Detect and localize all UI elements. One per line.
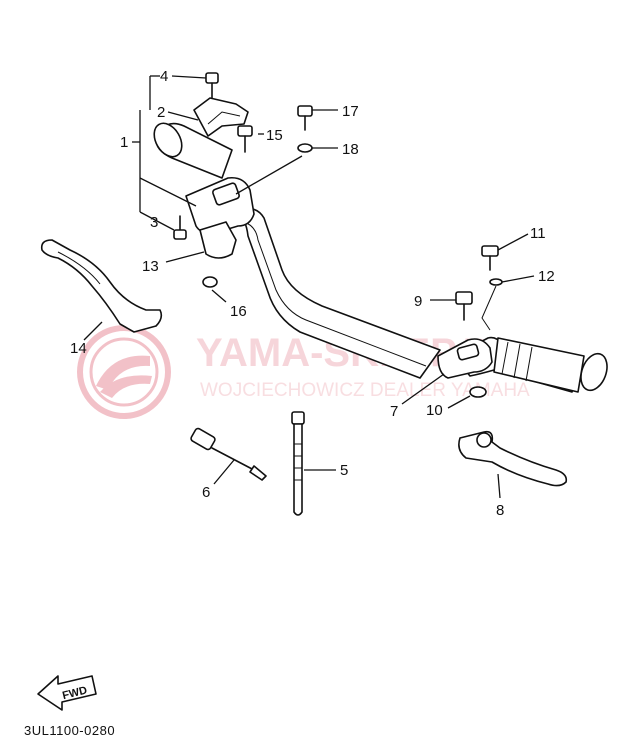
part-label-7: 7 bbox=[390, 403, 398, 420]
part-label-8: 8 bbox=[496, 502, 504, 519]
part-label-11: 11 bbox=[530, 225, 546, 242]
fwd-arrow-icon: FWD bbox=[37, 675, 97, 711]
part-label-13: 13 bbox=[142, 258, 159, 275]
part-label-15: 15 bbox=[266, 127, 283, 144]
bolt-15 bbox=[237, 125, 253, 153]
part-label-10: 10 bbox=[426, 402, 443, 419]
leader-lines bbox=[83, 75, 535, 499]
bolt-3 bbox=[173, 215, 187, 240]
left-lever-holder bbox=[185, 97, 255, 259]
part-labels: 4 2 1 15 17 18 3 13 16 14 11 12 9 10 7 5… bbox=[70, 68, 555, 519]
connector-line-12 bbox=[481, 285, 497, 331]
part-label-16: 16 bbox=[230, 303, 247, 320]
part-label-18: 18 bbox=[342, 141, 359, 158]
nut-16 bbox=[202, 276, 218, 288]
bolt-11 bbox=[481, 245, 499, 271]
right-lever-holder bbox=[437, 338, 493, 379]
part-label-4: 4 bbox=[160, 68, 168, 85]
part-label-2: 2 bbox=[157, 104, 165, 121]
nut-10 bbox=[469, 386, 487, 398]
washer-18 bbox=[297, 143, 313, 153]
drawing-code: 3UL1100-0280 bbox=[24, 723, 115, 738]
brake-lever bbox=[458, 430, 568, 487]
part-label-3: 3 bbox=[150, 214, 158, 231]
watermark-logo-icon bbox=[77, 325, 171, 419]
bolt-4 bbox=[205, 72, 219, 99]
bolt-17 bbox=[297, 105, 313, 131]
part-label-1: 1 bbox=[120, 134, 128, 151]
part-label-5: 5 bbox=[340, 462, 348, 479]
watermark-subtitle: WOJCIECHOWICZ DEALER YAMAHA bbox=[200, 380, 530, 401]
part-label-9: 9 bbox=[414, 293, 422, 310]
part-label-14: 14 bbox=[70, 340, 87, 357]
part-label-12: 12 bbox=[538, 268, 555, 285]
washer-12 bbox=[489, 278, 503, 286]
part-label-6: 6 bbox=[202, 484, 210, 501]
cable bbox=[190, 427, 267, 481]
fwd-label: FWD bbox=[61, 684, 88, 702]
cable-tie bbox=[291, 411, 305, 516]
clutch-lever bbox=[40, 239, 163, 333]
handlebar bbox=[153, 122, 608, 393]
bolt-9 bbox=[455, 291, 473, 321]
part-label-17: 17 bbox=[342, 103, 359, 120]
